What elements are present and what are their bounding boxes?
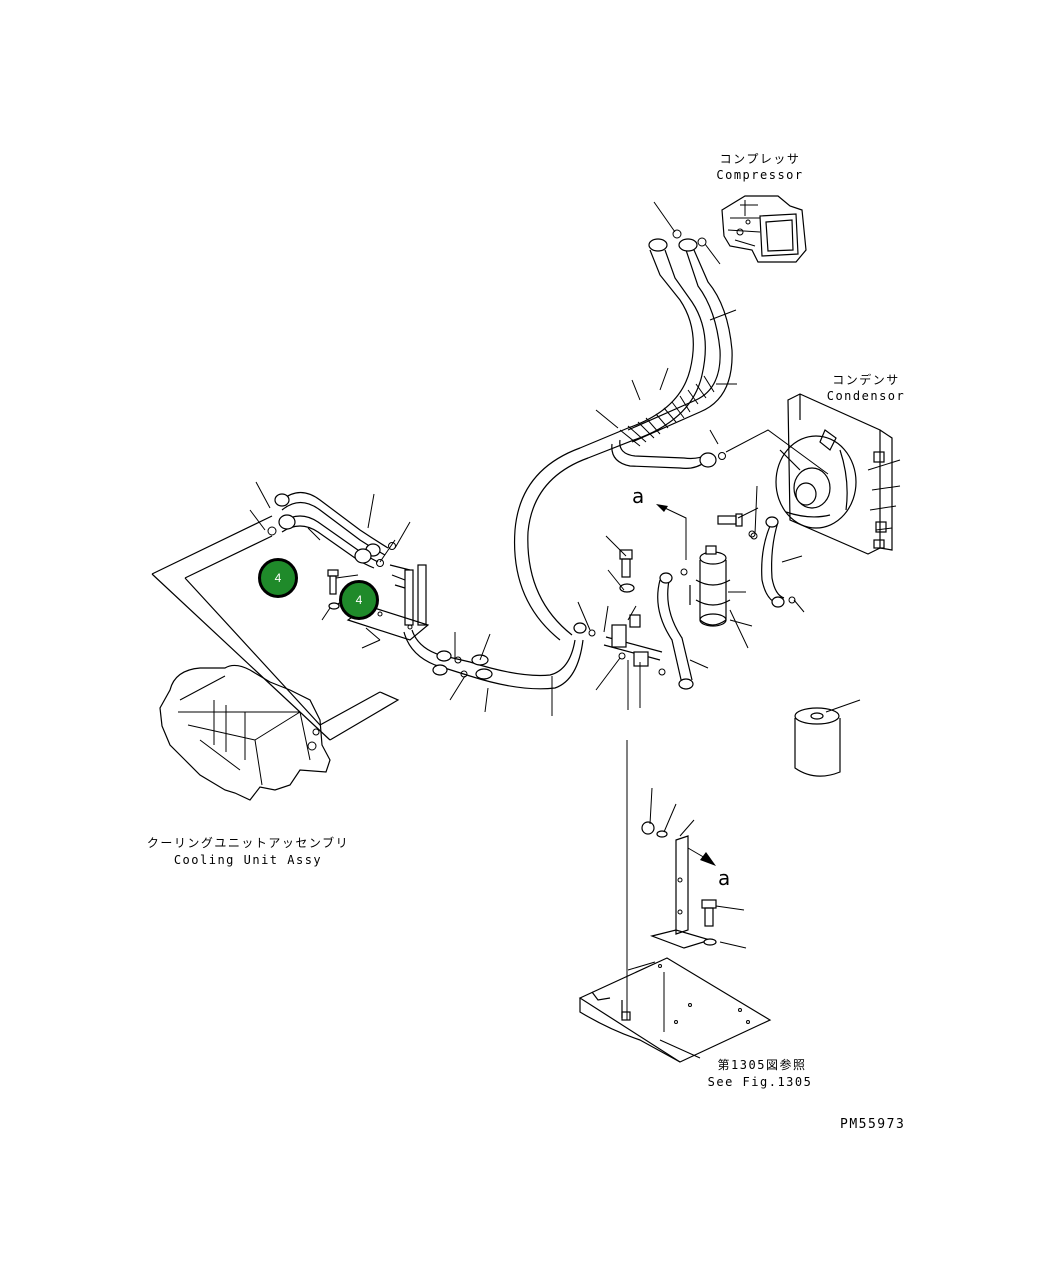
- part-callout-4-left[interactable]: 4: [258, 558, 298, 598]
- mid-hoses: [403, 601, 596, 716]
- cooling-hoses: [249, 481, 411, 569]
- receiver-hose: [750, 485, 805, 613]
- condenser-label-jp: コンデンサ: [832, 373, 900, 387]
- condenser-label-en: Condensor: [826, 389, 906, 403]
- compressor-hoses: [513, 201, 829, 641]
- cooling-unit-outline: [151, 515, 400, 741]
- see-fig-label-jp: 第1305図参照: [717, 1058, 807, 1072]
- view-arrows: [656, 504, 716, 866]
- compressor-label-jp: コンプレッサ: [719, 152, 801, 166]
- mount-bracket: [641, 787, 747, 949]
- filter-element: [794, 699, 861, 777]
- view-letter-a-top: a: [632, 484, 645, 508]
- see-fig-label-en: See Fig.1305: [707, 1075, 813, 1089]
- cooling-unit-body: [159, 664, 331, 801]
- floor-plate: [578, 957, 772, 1063]
- tee-valve: [595, 535, 663, 710]
- drawing-number: PM55973: [840, 1117, 906, 1132]
- compressor: [721, 195, 807, 263]
- cooling-unit-label-jp: クーリングユニットアッセンブリ: [146, 836, 350, 850]
- cooling-unit-label-en: Cooling Unit Assy: [173, 853, 323, 867]
- tee-hose: [657, 572, 709, 690]
- view-letter-a-bottom: a: [718, 866, 731, 890]
- part-callout-4-right[interactable]: 4: [339, 580, 379, 620]
- compressor-label-en: Compressor: [716, 168, 804, 182]
- receiver-drier: [680, 507, 759, 649]
- condenser: [775, 393, 901, 555]
